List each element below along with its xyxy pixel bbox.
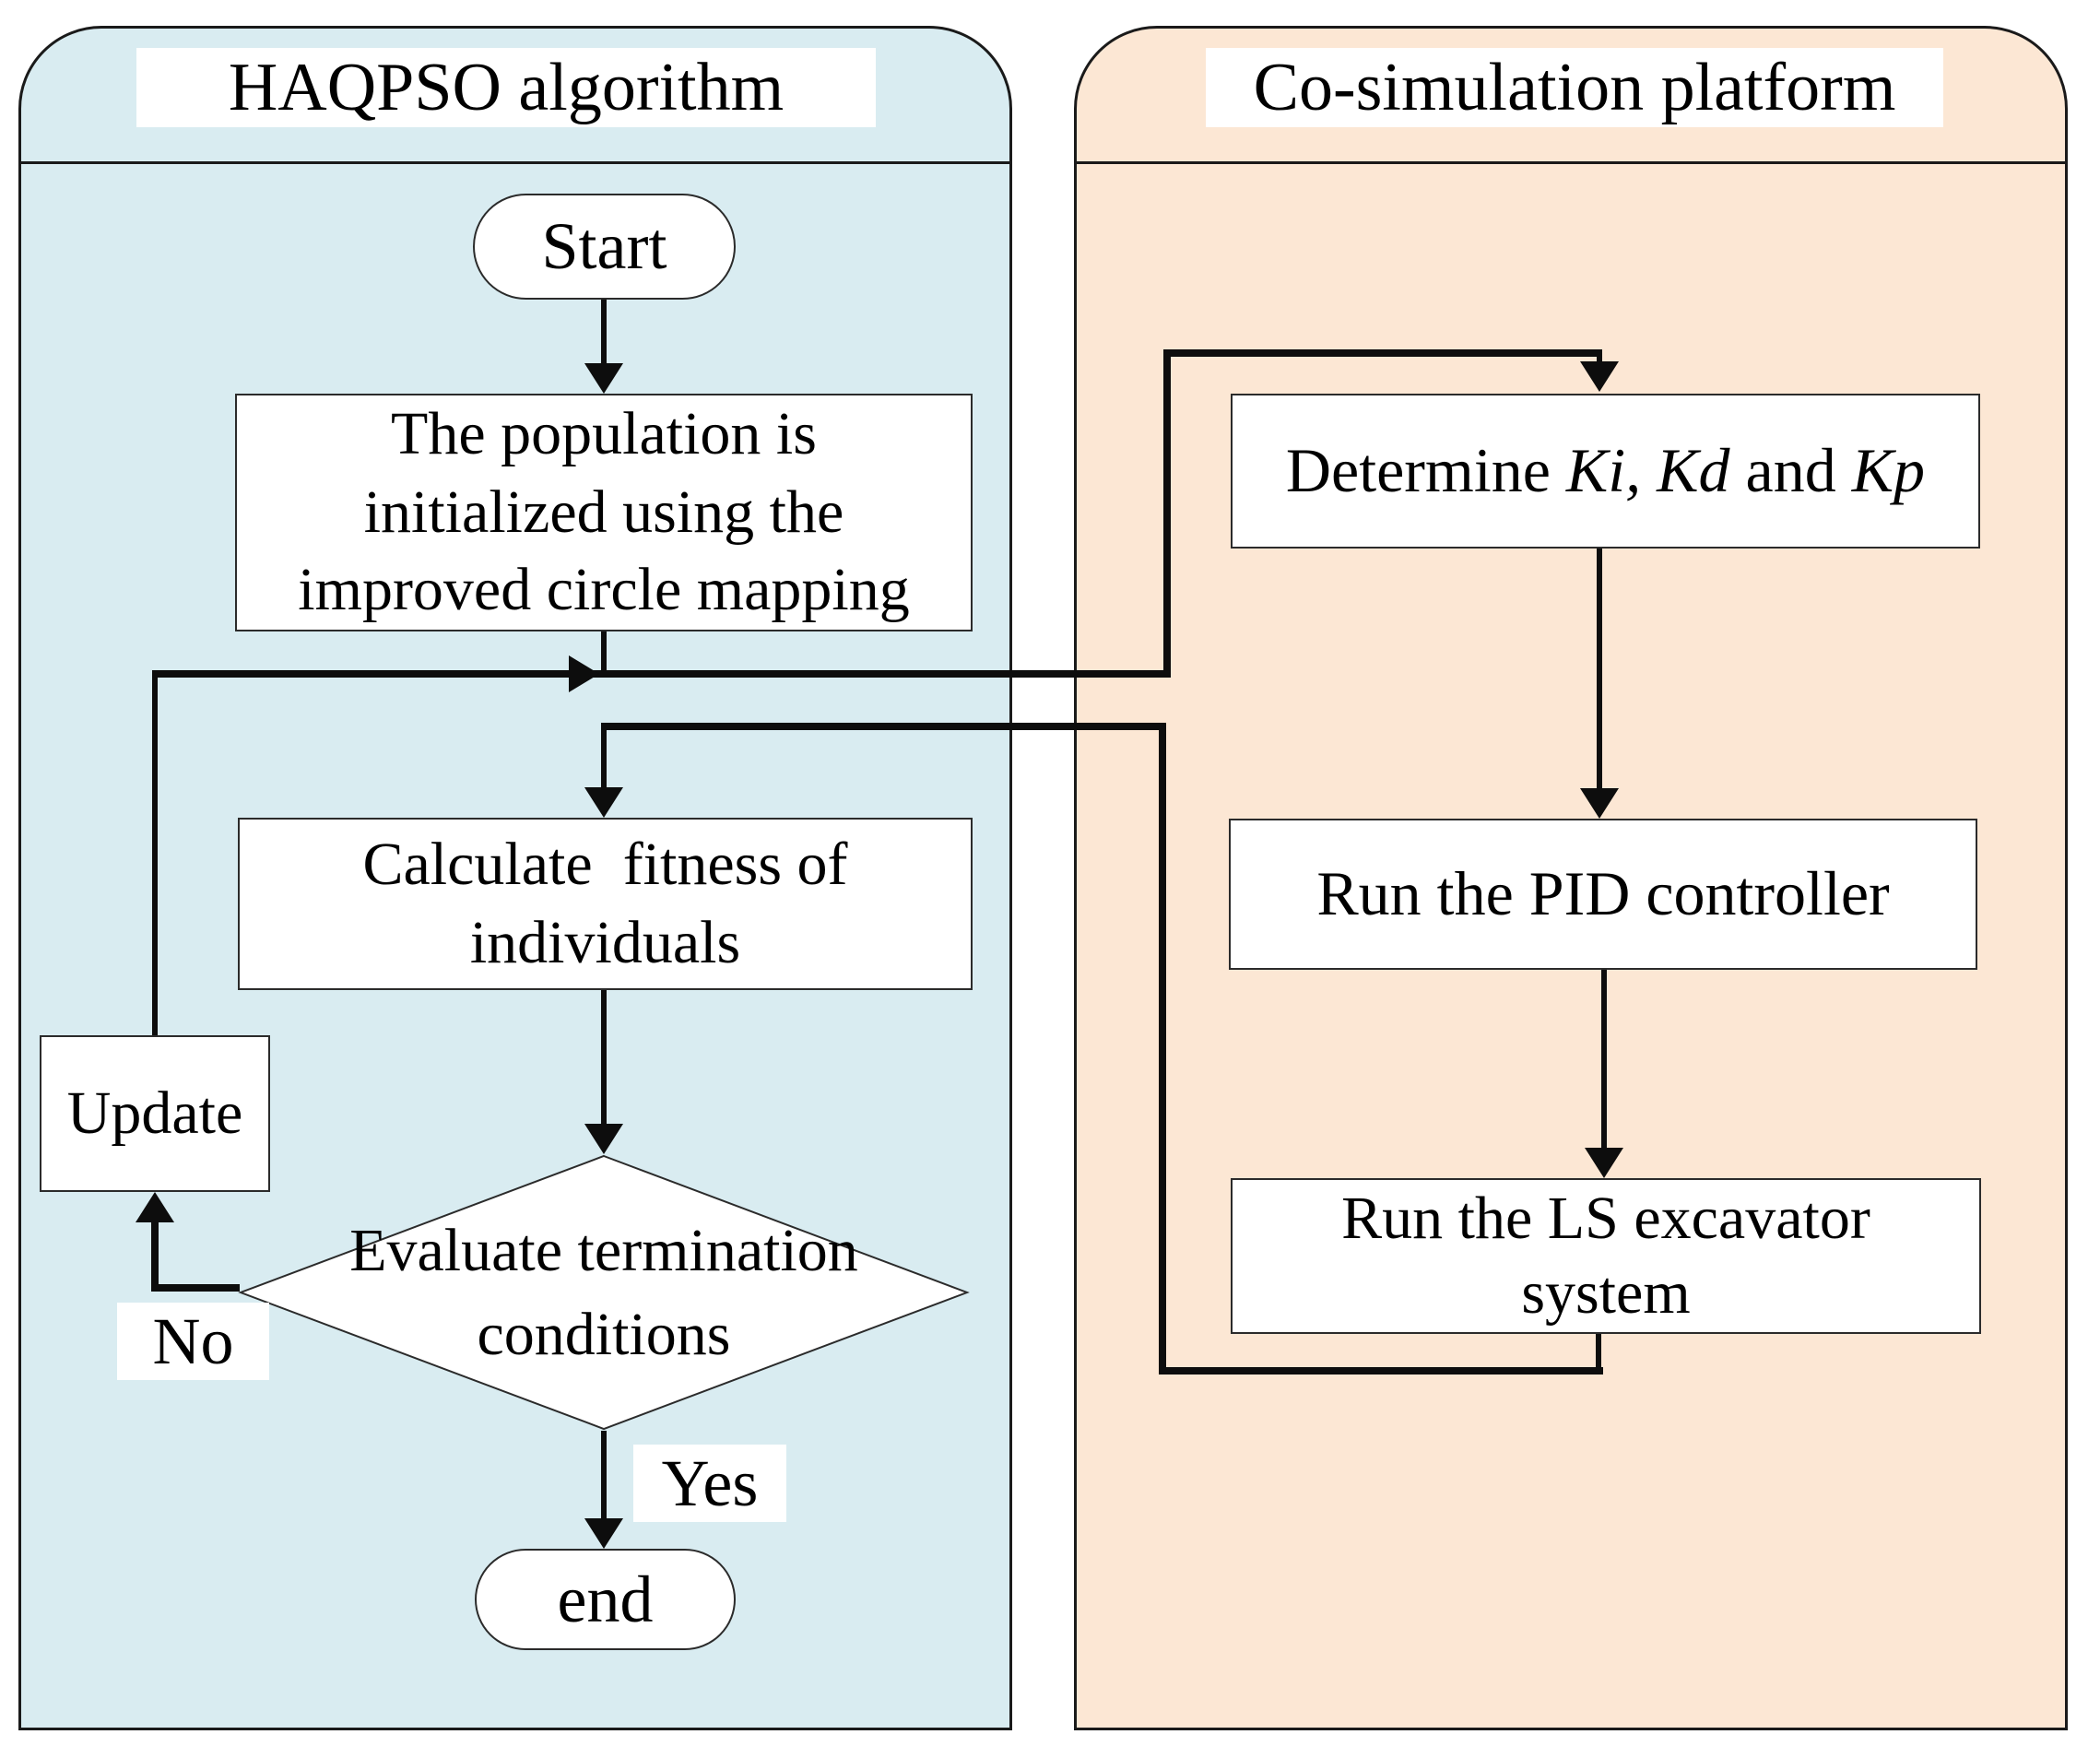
node-end: end [475,1549,736,1650]
connector-param-up [1163,349,1171,678]
determine-text-kp: Kp [1851,435,1926,506]
determine-text-and: and [1729,435,1852,506]
connector-ls-out [1596,1334,1601,1375]
arrow-up-icon [136,1192,174,1222]
node-start: Start [473,194,736,300]
arrow-down-icon [584,363,623,394]
connector-loop-bottom [1159,1367,1603,1375]
node-run-ls-excavator: Run the LS excavator system [1231,1178,1981,1334]
junction-line-return [601,723,1166,730]
arrow-right-icon [569,655,599,692]
node-init-population: The population is initialized using the … [235,394,973,631]
connector-no-vertical [151,1217,159,1292]
connector-update-feedback [152,670,158,1039]
node-run-pid-controller: Run the PID controller [1229,819,1977,970]
connector-start-to-init [601,300,607,366]
node-evaluate-termination-shape [238,1154,970,1431]
determine-text-prefix: Determine [1285,435,1566,506]
junction-line-top [152,670,1171,678]
panel-co-simulation-header [1077,29,2065,164]
connector-no-horizontal [151,1284,240,1292]
arrow-down-icon [584,1518,623,1549]
arrow-down-icon [584,787,623,818]
arrow-down-icon [1580,788,1619,819]
arrow-down-icon [584,1124,623,1154]
label-no: No [117,1303,269,1380]
determine-text-ki-kd: Ki, Kd [1565,435,1730,506]
arrow-down-icon [1580,361,1619,392]
node-calculate-fitness: Calculate fitness of individuals [238,818,973,990]
node-evaluate-termination: Evaluate termination conditions [349,1216,858,1368]
node-determine-gains: Determine Ki, Kd and Kp [1231,394,1980,549]
left-panel-title: HAQPSO algorithm [136,48,876,127]
connector-param-drop [1597,349,1602,364]
connector-init-to-junction [601,631,607,674]
connector-param-across [1163,349,1601,357]
label-yes: Yes [633,1445,786,1522]
right-panel-title: Co-simulation platform [1206,48,1943,127]
connector-fitness-to-diamond [601,990,607,1127]
arrow-down-icon [1585,1148,1623,1178]
node-update: Update [40,1035,270,1192]
panel-haqpso-header [21,29,1009,164]
connector-determine-to-pid [1597,549,1602,790]
connector-to-fitness [601,723,607,789]
connector-diamond-to-end [601,1431,607,1521]
connector-return-vertical [1159,723,1166,1375]
connector-pid-to-ls [1601,970,1607,1150]
